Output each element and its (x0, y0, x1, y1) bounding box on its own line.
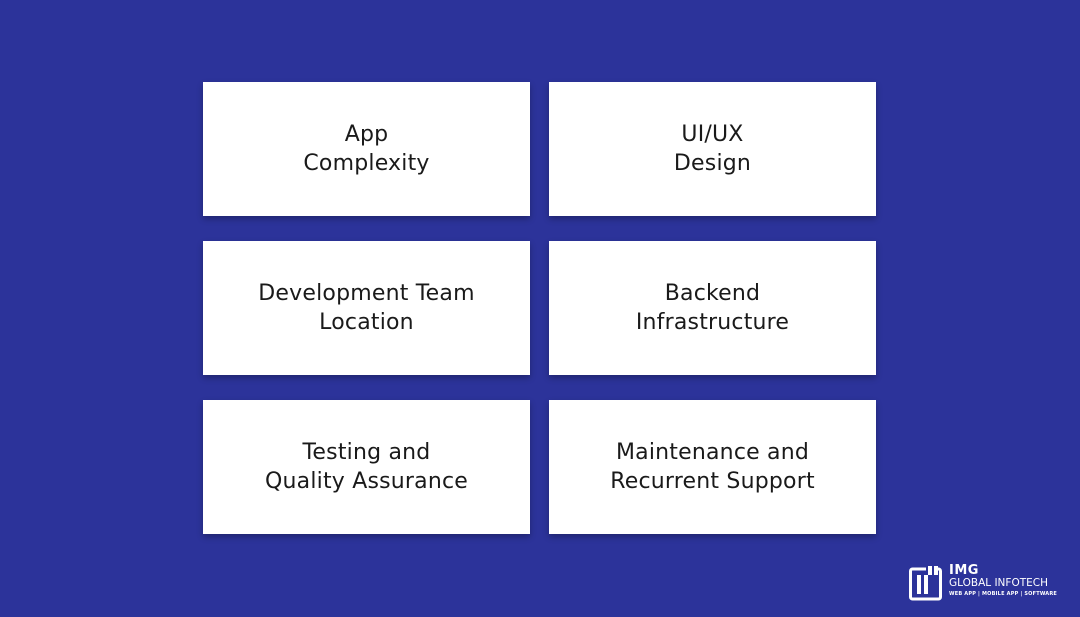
card-title-line-2: Location (319, 310, 414, 335)
card-title-line-1: Maintenance and (615, 440, 810, 465)
factor-card-app-complexity: App Complexity (203, 82, 530, 216)
logo-tagline: WEB APP | MOBILE APP | SOFTWARE (949, 591, 1058, 597)
factor-card-ui-ux-design: UI/UX Design (549, 82, 876, 216)
card-title-line-2: Quality Assurance (264, 469, 469, 494)
factor-card-maintenance-recurrent-support: Maintenance and Recurrent Support (549, 400, 876, 534)
card-title-line-1: Development Team (258, 281, 475, 306)
card-title-line-1: Backend (664, 281, 761, 306)
card-title-line-2: Infrastructure (635, 310, 790, 335)
logo-company-name: GLOBAL INFOTECH (949, 577, 1048, 589)
factor-card-testing-quality-assurance: Testing and Quality Assurance (203, 400, 530, 534)
factor-card-development-team-location: Development Team Location (203, 241, 530, 375)
card-title-line-1: Testing and (302, 440, 431, 465)
card-title-line-2: Complexity (303, 151, 430, 176)
card-title-line-1: App (344, 122, 389, 147)
img-global-infotech-logo-icon (909, 565, 942, 601)
factor-card-backend-infrastructure: Backend Infrastructure (549, 241, 876, 375)
card-title-line-2: Design (673, 151, 752, 176)
company-logo: IMG GLOBAL INFOTECH WEB APP | MOBILE APP… (909, 564, 1059, 604)
logo-brand: IMG (949, 563, 979, 578)
card-title-line-2: Recurrent Support (610, 469, 815, 494)
card-title-line-1: UI/UX (681, 122, 744, 147)
